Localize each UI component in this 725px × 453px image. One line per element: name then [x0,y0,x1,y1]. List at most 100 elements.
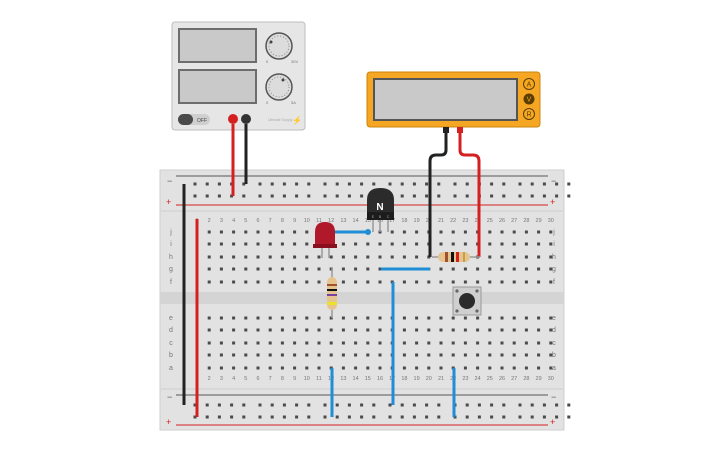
breadboard-hole[interactable] [524,316,528,320]
breadboard-hole[interactable] [242,415,246,419]
breadboard-hole[interactable] [388,403,392,407]
breadboard-hole[interactable] [512,280,516,284]
breadboard-hole[interactable] [415,353,419,357]
breadboard-hole[interactable] [549,255,553,259]
breadboard-hole[interactable] [230,403,234,407]
breadboard-hole[interactable] [258,415,262,419]
breadboard-hole[interactable] [219,255,223,259]
breadboard-hole[interactable] [476,316,480,320]
breadboard-hole[interactable] [280,316,284,320]
breadboard-hole[interactable] [341,267,345,271]
multimeter[interactable]: A V R [366,71,541,133]
breadboard-hole[interactable] [390,242,394,246]
breadboard-hole[interactable] [280,366,284,370]
breadboard-hole[interactable] [258,182,262,186]
breadboard-hole[interactable] [451,242,455,246]
breadboard-hole[interactable] [490,194,494,198]
breadboard-hole[interactable] [402,353,406,357]
breadboard-hole[interactable] [402,328,406,332]
breadboard-hole[interactable] [488,280,492,284]
breadboard-hole[interactable] [390,230,394,234]
breadboard-hole[interactable] [512,316,516,320]
breadboard-hole[interactable] [317,267,321,271]
breadboard-hole[interactable] [347,182,351,186]
breadboard-hole[interactable] [268,366,272,370]
breadboard-hole[interactable] [305,341,309,345]
breadboard-hole[interactable] [280,280,284,284]
breadboard-hole[interactable] [268,242,272,246]
breadboard-hole[interactable] [317,341,321,345]
breadboard-hole[interactable] [354,328,358,332]
breadboard-hole[interactable] [512,255,516,259]
breadboard-hole[interactable] [463,328,467,332]
breadboard-hole[interactable] [439,267,443,271]
breadboard-hole[interactable] [293,255,297,259]
breadboard-hole[interactable] [354,255,358,259]
breadboard-hole[interactable] [207,255,211,259]
breadboard-hole[interactable] [366,267,370,271]
breadboard-hole[interactable] [488,316,492,320]
breadboard-hole[interactable] [366,242,370,246]
breadboard-hole[interactable] [463,242,467,246]
breadboard-hole[interactable] [366,255,370,259]
breadboard-hole[interactable] [305,242,309,246]
breadboard-hole[interactable] [476,280,480,284]
breadboard-hole[interactable] [329,341,333,345]
breadboard-hole[interactable] [268,341,272,345]
breadboard-hole[interactable] [207,242,211,246]
breadboard-hole[interactable] [268,353,272,357]
breadboard-hole[interactable] [217,194,221,198]
breadboard-hole[interactable] [502,415,506,419]
breadboard-hole[interactable] [425,194,429,198]
breadboard-hole[interactable] [282,415,286,419]
breadboard-hole[interactable] [378,255,382,259]
breadboard-hole[interactable] [518,182,522,186]
breadboard-hole[interactable] [390,255,394,259]
breadboard-hole[interactable] [207,328,211,332]
breadboard-hole[interactable] [512,328,516,332]
breadboard-hole[interactable] [415,366,419,370]
breadboard-hole[interactable] [388,415,392,419]
breadboard-hole[interactable] [268,316,272,320]
breadboard-hole[interactable] [402,366,406,370]
breadboard-hole[interactable] [354,316,358,320]
breadboard-hole[interactable] [305,255,309,259]
breadboard-hole[interactable] [366,280,370,284]
breadboard-hole[interactable] [437,415,441,419]
breadboard-hole[interactable] [293,242,297,246]
breadboard-hole[interactable] [329,255,333,259]
breadboard-hole[interactable] [293,328,297,332]
breadboard-hole[interactable] [500,255,504,259]
breadboard-hole[interactable] [323,403,327,407]
breadboard-hole[interactable] [402,280,406,284]
breadboard-hole[interactable] [476,366,480,370]
breadboard-hole[interactable] [500,267,504,271]
breadboard-hole[interactable] [242,194,246,198]
breadboard-hole[interactable] [463,316,467,320]
breadboard-hole[interactable] [305,316,309,320]
breadboard-hole[interactable] [488,328,492,332]
breadboard-hole[interactable] [402,316,406,320]
breadboard-hole[interactable] [341,341,345,345]
breadboard-hole[interactable] [244,366,248,370]
breadboard-hole[interactable] [415,328,419,332]
breadboard-hole[interactable] [439,341,443,345]
breadboard-hole[interactable] [244,280,248,284]
breadboard-hole[interactable] [293,353,297,357]
led[interactable] [313,222,337,258]
breadboard-hole[interactable] [329,267,333,271]
breadboard-hole[interactable] [256,267,260,271]
breadboard-hole[interactable] [270,194,274,198]
breadboard-hole[interactable] [193,415,197,419]
breadboard-hole[interactable] [305,267,309,271]
breadboard-hole[interactable] [555,415,559,419]
breadboard-hole[interactable] [307,415,311,419]
breadboard-hole[interactable] [439,230,443,234]
breadboard-hole[interactable] [415,280,419,284]
resistor-horizontal[interactable] [432,252,480,262]
breadboard-hole[interactable] [439,280,443,284]
breadboard-hole[interactable] [502,194,506,198]
breadboard-hole[interactable] [232,328,236,332]
breadboard-hole[interactable] [451,341,455,345]
breadboard-hole[interactable] [323,182,327,186]
